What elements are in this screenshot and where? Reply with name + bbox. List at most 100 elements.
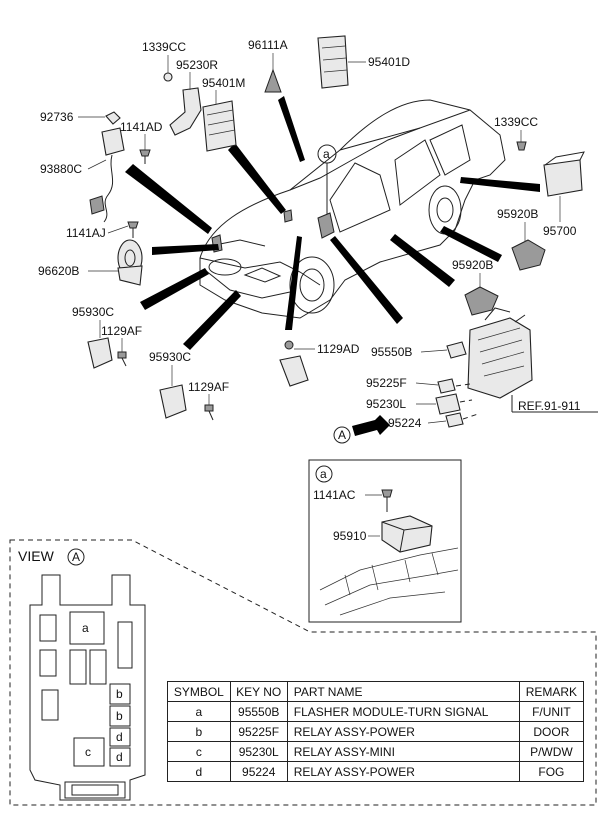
header-key-no: KEY NO [229,681,288,702]
screw-1141aj [127,221,139,229]
relay-95230l [435,393,461,415]
car-illustration: a [199,99,506,319]
label-95930c-upper: 95930C [72,305,114,319]
label-95224: 95224 [388,416,422,430]
cell-key-no: 95225F [229,721,288,742]
label-95920b-lower: 95920B [452,258,493,272]
parts-table: SYMBOL KEY NO PART NAME REMARK a 95550B … [167,681,585,782]
relay-95224 [445,412,464,428]
sensor-95920b-lower [464,286,499,316]
slot-d-1-label: d [116,730,123,744]
switch-93880c [101,127,125,156]
label-1129ad: 1129AD [317,342,360,356]
view-arrow [352,415,390,436]
bolt-1129af-upper [117,351,127,359]
label-1141aj: 1141AJ [66,226,106,240]
label-95910: 95910 [333,529,367,543]
label-95550b: 95550B [371,345,412,359]
label-1339cc-right: 1339CC [494,115,538,129]
relay-95225f [437,378,456,394]
table-row: d 95224 RELAY ASSY-POWER FOG [167,761,585,782]
cell-key-no: 95230L [229,741,288,762]
label-95401d: 95401D [368,55,410,69]
slot-b-1-label: b [116,687,123,701]
label-1141ad: 1141AD [120,120,163,134]
junction-box [467,317,533,399]
bolt-1129af-lower [204,404,214,412]
slot-b-2-label: b [116,709,123,723]
slot-b-2 [109,705,131,727]
view-label: VIEW [18,548,55,564]
cell-remark: FOG [518,761,585,782]
sensor-95930c-upper [87,337,113,369]
detail-a-letter: a [320,467,327,481]
cell-remark: P/WDW [518,741,585,762]
slot-d-1 [109,727,131,747]
table-header-row: SYMBOL KEY NO PART NAME REMARK [167,681,585,702]
label-92736: 92736 [40,110,74,124]
leader-wedges [125,96,540,350]
cell-symbol: d [167,761,231,782]
label-95401m: 95401M [202,76,245,90]
screw-1339cc-left [163,72,173,82]
label-1339cc-left: 1339CC [142,40,186,54]
sensor-95920b-right [511,239,546,271]
header-remark: REMARK [518,681,585,702]
label-95700: 95700 [543,224,577,238]
car-marker-a: a [323,147,330,161]
cell-part-name: RELAY ASSY-POWER [286,761,520,782]
cell-symbol: c [167,741,231,762]
callout-labels: 1339CC 95230R 95401M 96111A 95401D 92736… [38,38,581,430]
cell-symbol: a [167,701,231,722]
view-a-panel: VIEW A a b b d c d [9,539,597,806]
label-93880c: 93880C [40,162,82,176]
label-1141ac: 1141AC [313,488,356,502]
detail-a-inset: a 1141AC 95910 [308,459,462,623]
cell-part-name: RELAY ASSY-POWER [286,721,520,742]
fuse-box-outline [29,574,146,801]
grommet-92736 [105,111,121,125]
cell-key-no: 95550B [229,701,288,722]
screw-1339cc-right [516,141,527,151]
cell-part-name: RELAY ASSY-MINI [286,741,520,762]
slot-a [69,611,105,645]
sensor-95930c-lower [159,384,187,419]
label-96111a: 96111A [248,38,288,52]
bracket-1129ad [279,355,309,387]
label-1129af-upper: 1129AF [101,324,142,338]
view-letter: A [72,550,80,564]
slot-c-label: c [85,745,91,759]
label-ref: REF.91-911 [518,399,581,413]
screw-1141ad [139,149,151,157]
label-1129af-lower: 1129AF [188,380,229,394]
header-symbol: SYMBOL [167,681,231,702]
screw-1129ad [284,340,294,350]
module-95401m [202,100,237,152]
sensor-96111a [264,68,282,93]
view-arrow-letter: A [338,428,346,442]
label-96620b: 96620B [38,264,79,278]
cell-remark: DOOR [518,721,585,742]
label-95225f: 95225F [366,376,407,390]
cell-part-name: FLASHER MODULE-TURN SIGNAL [286,701,520,722]
table-row: b 95225F RELAY ASSY-POWER DOOR [167,721,585,742]
relay-95550b [446,341,467,359]
slot-d-2-label: d [116,750,123,764]
label-95230l: 95230L [366,397,406,411]
module-95401d [317,35,349,89]
slot-a-label: a [82,621,89,635]
label-95230r: 95230R [176,58,218,72]
header-part-name: PART NAME [286,681,520,702]
table-row: a 95550B FLASHER MODULE-TURN SIGNAL F/UN… [167,701,585,722]
component-parts: A [87,35,598,444]
table-row: c 95230L RELAY ASSY-MINI P/WDW [167,741,585,762]
slot-c [73,737,105,767]
slot-d-2 [109,747,131,767]
bracket-95230r [169,87,202,136]
cell-key-no: 95224 [229,761,288,782]
cell-remark: F/UNIT [518,701,585,722]
label-95920b-right: 95920B [497,207,538,221]
slot-b-1 [109,683,131,705]
cell-symbol: b [167,721,231,742]
